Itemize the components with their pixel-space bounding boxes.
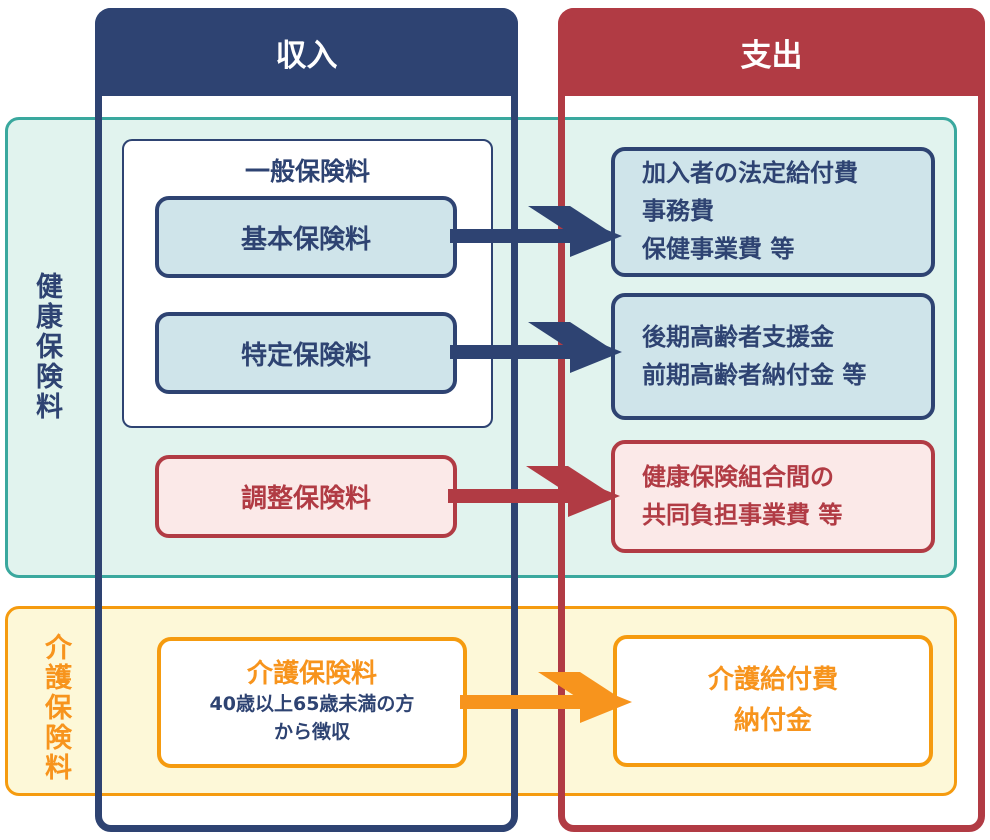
elderly-support-line1: 後期高齢者支援金 [642,322,834,351]
income-column-header: 収入 [95,8,518,96]
specific-to-elderly-arrow-icon [450,322,622,373]
basic-premium-box: 基本保険料 [155,196,457,278]
care-premium-note-line1: 40歳以上65歳未満の方 [209,693,415,716]
income-column-outline [95,8,518,832]
care-benefit-line2: 納付金 [733,706,812,736]
basic-to-benefits-arrow-icon [450,206,622,257]
general-premium-group-title: 一般保険料 [244,157,370,186]
statutory-benefits-line2: 事務費 [642,197,714,226]
care-benefit-box: 介護給付費 納付金 [613,635,933,767]
expense-column-outline [558,8,985,832]
specific-premium-label: 特定保険料 [240,340,371,371]
statutory-benefits-box: 加入者の法定給付費 事務費 保健事業費 等 [611,147,935,277]
specific-premium-box: 特定保険料 [155,312,457,394]
adjustment-premium-box: 調整保険料 [155,455,457,538]
care-section-label: 介護保険料 [40,633,71,783]
joint-burden-box: 健康保険組合間の 共同負担事業費 等 [611,440,935,553]
joint-burden-line1: 健康保険組合間の [642,462,834,491]
care-premium-label: 介護保険料 [246,659,377,690]
statutory-benefits-line3: 保健事業費 等 [642,234,795,263]
care-benefit-line1: 介護給付費 [707,664,838,695]
basic-premium-label: 基本保険料 [240,224,371,255]
adjustment-premium-label: 調整保険料 [240,484,371,514]
care-to-benefit-arrow-icon [460,672,632,723]
elderly-support-line2: 前期高齢者納付金 等 [642,360,867,389]
adjustment-to-joint-arrow-icon [448,466,620,517]
statutory-benefits-line1: 加入者の法定給付費 [642,159,858,188]
joint-burden-line2: 共同負担事業費 等 [642,500,843,529]
care-premium-note-line2: から徴収 [273,721,350,744]
expense-column-title: 支出 [740,37,803,74]
health-section-label: 健康保険料 [31,272,62,422]
care-premium-box: 介護保険料 40歳以上65歳未満の方 から徴収 [157,637,467,768]
elderly-support-box: 後期高齢者支援金 前期高齢者納付金 等 [611,293,935,420]
income-column-title: 収入 [275,37,338,74]
expense-column-header: 支出 [558,8,985,96]
